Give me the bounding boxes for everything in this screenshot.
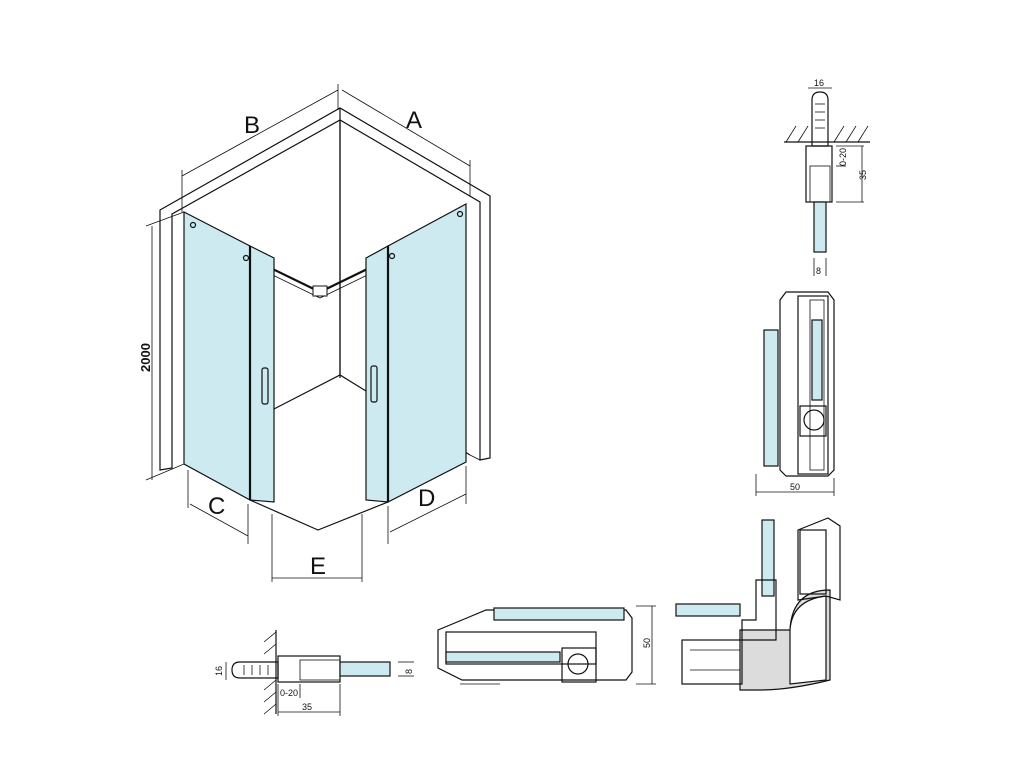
detail-corner-profile [675, 517, 841, 691]
left-sliding-door [248, 245, 275, 503]
dim-mid-width: 50 [790, 482, 800, 492]
dim-bottom-glass: 8 [404, 669, 414, 674]
label-A: A [406, 107, 422, 134]
dim-top-width: 16 [814, 78, 824, 88]
dim-top-glass: 8 [816, 266, 821, 276]
right-sliding-door [365, 244, 390, 503]
dimension-E: E [271, 514, 363, 582]
label-height: 2000 [138, 343, 153, 372]
detail-bottom-wall-profile: 16 8 0-20 35 [214, 630, 414, 716]
detail-roller-horizontal: 50 [437, 605, 656, 685]
label-B: B [244, 112, 260, 139]
corner-bracket [312, 285, 328, 297]
dim-top-adjust: 0-20 [838, 148, 848, 166]
dim-bottom-adjust: 0-20 [280, 688, 298, 698]
dimension-D: D [387, 466, 467, 544]
dim-roller-height: 50 [642, 638, 652, 648]
label-E: E [310, 553, 326, 580]
shower-enclosure-iso: B A 2000 C D E [138, 84, 491, 582]
left-fixed-panel [183, 211, 251, 502]
dimension-B: B [181, 84, 339, 212]
dim-bottom-height: 16 [214, 666, 224, 676]
right-fixed-panel [387, 202, 467, 503]
dimension-C: C [187, 470, 249, 544]
dimension-height: 2000 [138, 211, 185, 481]
dim-top-depth: 35 [858, 170, 868, 180]
dimension-A: A [341, 89, 471, 196]
label-C: C [208, 493, 225, 520]
detail-top-wall-profile: 16 35 0-20 8 [784, 78, 870, 276]
detail-roller-vertical: 50 [755, 291, 835, 496]
dim-bottom-depth: 35 [302, 702, 312, 712]
label-D: D [418, 485, 435, 512]
